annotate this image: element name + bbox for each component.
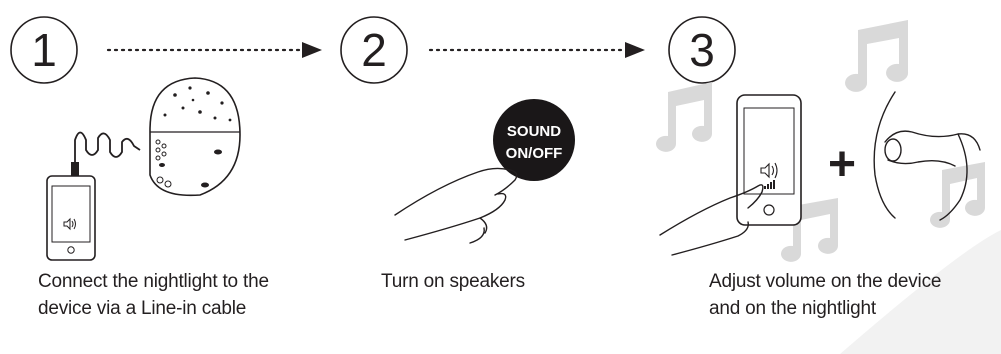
arrow-2-to-3: [430, 42, 645, 58]
step-3-number: 3: [689, 24, 715, 76]
step-1-caption-line: Connect the nightlight to the: [38, 268, 269, 295]
step-3-caption: Adjust volume on the device and on the n…: [709, 268, 941, 322]
music-note-icon: [845, 20, 908, 92]
step-2-caption-line: Turn on speakers: [381, 268, 525, 295]
arrow-1-to-2: [108, 42, 322, 58]
step-1-number: 1: [31, 24, 57, 76]
step-2-caption: Turn on speakers: [381, 268, 525, 295]
nightlight-adjust-hand: [874, 92, 980, 220]
music-note-icon: [930, 162, 985, 228]
step-1-badge: 1: [11, 17, 77, 83]
phone-step-3: [737, 95, 801, 225]
step-2-badge: 2: [341, 17, 407, 83]
step-1-caption-line: device via a Line-in cable: [38, 295, 269, 322]
cable-plug-icon: [71, 162, 79, 176]
line-in-cable: [75, 133, 140, 163]
plus-sign: +: [828, 138, 856, 191]
phone-step-1: [47, 176, 95, 260]
music-note-icon: [656, 82, 712, 152]
step-3-badge: 3: [669, 17, 735, 83]
sound-button-label-line1: SOUND: [507, 123, 561, 140]
step-2-number: 2: [361, 24, 387, 76]
step-3-caption-line: and on the nightlight: [709, 295, 941, 322]
hand-step-2: [395, 168, 517, 243]
sound-button-label-line2: ON/OFF: [506, 145, 563, 162]
step-3-caption-line: Adjust volume on the device: [709, 268, 941, 295]
step-1-caption: Connect the nightlight to the device via…: [38, 268, 269, 322]
nightlight-globe: [150, 78, 240, 195]
